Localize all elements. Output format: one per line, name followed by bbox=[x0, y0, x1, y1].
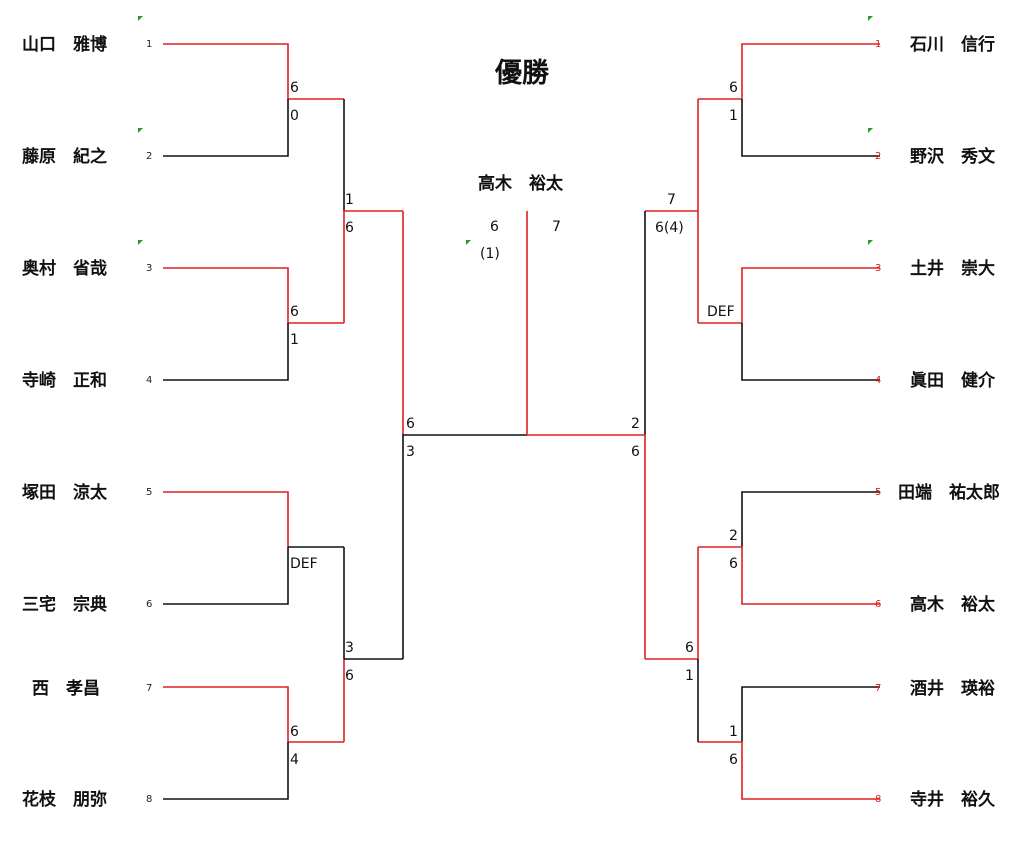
right-player-7: 酒井 瑛裕 bbox=[910, 679, 995, 699]
left-marker-1 bbox=[138, 16, 143, 21]
right-r1-m4-top: 1 bbox=[729, 724, 738, 740]
bracket-line-left-semi-bottom bbox=[402, 434, 527, 659]
right-seed-4: 4 bbox=[875, 375, 882, 386]
left-r1-m4-bottom: 4 bbox=[290, 752, 299, 768]
left-r1-m2-top: 6 bbox=[290, 304, 299, 320]
left-semi-top: 6 bbox=[406, 416, 415, 432]
final-score-right: 7 bbox=[552, 219, 561, 235]
left-seed-8: 8 bbox=[146, 794, 153, 805]
left-r1-m4-top: 6 bbox=[290, 724, 299, 740]
bracket-line-right-r1-p5 bbox=[741, 491, 880, 547]
bracket-line-left-r1-p7 bbox=[163, 686, 344, 743]
bracket-line-right-r1-p1 bbox=[698, 43, 880, 100]
left-seed-4: 4 bbox=[146, 375, 153, 386]
right-marker-2 bbox=[868, 128, 873, 133]
bracket-line-left-r1-p8 bbox=[163, 742, 289, 800]
right-player-6: 高木 裕太 bbox=[910, 595, 995, 615]
bracket-line-left-r1-p6 bbox=[163, 547, 289, 605]
left-r1-m1-bottom: 0 bbox=[290, 108, 299, 124]
left-player-6: 三宅 宗典 bbox=[22, 595, 107, 615]
final-marker bbox=[466, 240, 471, 245]
bracket-line-left-r1-p1 bbox=[163, 43, 344, 100]
bracket-line-left-r1-p2 bbox=[163, 99, 289, 157]
right-seed-2: 2 bbox=[875, 151, 882, 162]
right-seed-6: 6 bbox=[875, 599, 882, 610]
right-r1-m1-top: 6 bbox=[729, 80, 738, 96]
bracket-line-right-r1-p4 bbox=[741, 323, 880, 381]
bracket-line-right-r1-p2 bbox=[741, 99, 880, 157]
left-seed-6: 6 bbox=[146, 599, 153, 610]
left-player-1: 山口 雅博 bbox=[22, 35, 107, 55]
left-player-2: 藤原 紀之 bbox=[22, 147, 107, 167]
right-r1-m3-bottom: 6 bbox=[729, 556, 738, 572]
right-r2-m2-bottom: 1 bbox=[685, 668, 694, 684]
left-seed-3: 3 bbox=[146, 263, 153, 274]
left-player-7: 西 孝昌 bbox=[32, 679, 100, 699]
left-r1-m1-top: 6 bbox=[290, 80, 299, 96]
left-marker-2 bbox=[138, 128, 143, 133]
bracket-line-right-semi-bottom bbox=[527, 434, 646, 659]
right-player-1: 石川 信行 bbox=[910, 35, 995, 55]
left-player-5: 塚田 涼太 bbox=[22, 483, 107, 503]
left-seed-1: 1 bbox=[146, 39, 153, 50]
right-player-5: 田端 祐太郎 bbox=[898, 483, 1000, 503]
bracket-line-left-r2-m1-bottom bbox=[343, 210, 403, 323]
right-r2-m1-bottom: 6(4) bbox=[655, 220, 684, 236]
right-r1-m2-top: DEF bbox=[707, 304, 735, 320]
right-semi-bottom: 6 bbox=[631, 444, 640, 460]
left-r2-m2-top: 3 bbox=[345, 640, 354, 656]
right-seed-1: 1 bbox=[875, 39, 882, 50]
tournament-title: 優勝 bbox=[495, 58, 549, 89]
left-r2-m1-top: 1 bbox=[345, 192, 354, 208]
right-r2-m2-top: 6 bbox=[685, 640, 694, 656]
right-player-4: 眞田 健介 bbox=[910, 371, 995, 391]
champion-name: 高木 裕太 bbox=[478, 174, 563, 194]
right-r2-m1-top: 7 bbox=[667, 192, 676, 208]
bracket-line-right-r1-p8 bbox=[698, 741, 880, 800]
left-semi-bottom: 3 bbox=[406, 444, 415, 460]
right-marker-1 bbox=[868, 16, 873, 21]
right-r1-m3-top: 2 bbox=[729, 528, 738, 544]
left-seed-5: 5 bbox=[146, 487, 153, 498]
right-seed-7: 7 bbox=[875, 683, 882, 694]
bracket-line-right-r1-p3 bbox=[698, 267, 880, 324]
right-player-2: 野沢 秀文 bbox=[910, 147, 995, 167]
right-r1-m4-bottom: 6 bbox=[729, 752, 738, 768]
right-player-3: 土井 崇大 bbox=[910, 259, 995, 279]
bracket-line-left-r1-p5 bbox=[163, 491, 289, 547]
left-marker-3 bbox=[138, 240, 143, 245]
right-seed-5: 5 bbox=[875, 487, 882, 498]
right-marker-3 bbox=[868, 240, 873, 245]
right-seed-8: 8 bbox=[875, 794, 882, 805]
left-r2-m2-bottom: 6 bbox=[345, 668, 354, 684]
final-tiebreak: (1) bbox=[480, 246, 500, 262]
bracket-line-left-r1-p4 bbox=[163, 323, 289, 381]
bracket-line-right-r1-p6 bbox=[698, 546, 880, 605]
left-r1-m3-top: DEF bbox=[290, 556, 318, 572]
left-player-8: 花枝 朋弥 bbox=[22, 790, 107, 810]
right-player-8: 寺井 裕久 bbox=[910, 790, 995, 810]
left-r2-m1-bottom: 6 bbox=[345, 220, 354, 236]
right-semi-top: 2 bbox=[631, 416, 640, 432]
bracket-line-right-r1-p7 bbox=[741, 686, 880, 742]
right-r1-m1-bottom: 1 bbox=[729, 108, 738, 124]
bracket-line-left-r1-p3 bbox=[163, 267, 344, 324]
left-player-4: 寺崎 正和 bbox=[22, 371, 107, 391]
right-seed-3: 3 bbox=[875, 263, 882, 274]
left-r1-m2-bottom: 1 bbox=[290, 332, 299, 348]
left-player-3: 奥村 省哉 bbox=[22, 259, 107, 279]
left-seed-2: 2 bbox=[146, 151, 153, 162]
left-seed-7: 7 bbox=[146, 683, 153, 694]
final-score-left: 6 bbox=[490, 219, 499, 235]
